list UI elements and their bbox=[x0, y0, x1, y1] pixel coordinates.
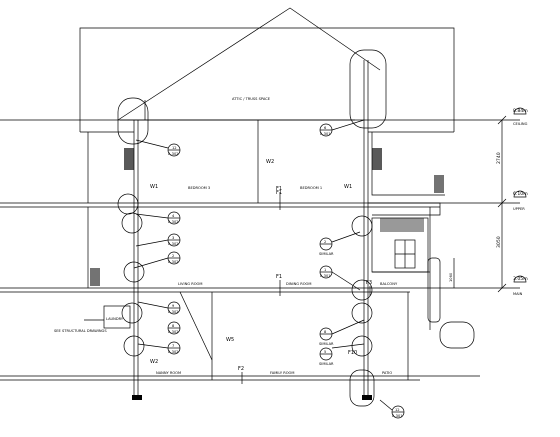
callout-sheet: A-301 bbox=[320, 274, 331, 278]
callout-num: 4 bbox=[172, 214, 175, 218]
floor-f2: F2 bbox=[238, 366, 244, 372]
level-label: MAIN bbox=[513, 292, 523, 296]
callout-leaders bbox=[133, 119, 393, 411]
note-structural: SEE STRUCTURAL DRAWINGS bbox=[54, 329, 107, 333]
callout-num: 9 bbox=[172, 304, 175, 308]
label-patio: PATIO bbox=[382, 371, 392, 375]
level-markers bbox=[513, 107, 527, 283]
hatches bbox=[90, 148, 444, 400]
dimension-string bbox=[453, 115, 507, 293]
floor-f3: F3 bbox=[366, 280, 372, 286]
dim-rail: 1060 bbox=[449, 272, 453, 282]
level-label: UPPER bbox=[513, 207, 525, 211]
callout-num: 1 bbox=[324, 268, 326, 272]
label-living: LIVING ROOM bbox=[178, 282, 202, 286]
callout-num: 6 bbox=[324, 126, 327, 130]
callout-num: 2 bbox=[172, 254, 174, 258]
wall-w5: W5 bbox=[226, 337, 234, 343]
wall-w1a: W1 bbox=[150, 184, 158, 190]
room-labels: ATTIC / TRUSS SPACE BEDROOM 3 BEDROOM 1 … bbox=[54, 97, 398, 375]
callout-sheet: A-302 bbox=[168, 330, 179, 334]
callout-bubbles bbox=[117, 49, 475, 407]
dimension-texts: 2740 3050 1060 bbox=[449, 152, 502, 282]
callout-num: 2 bbox=[324, 240, 326, 244]
callout-num: 12 bbox=[395, 408, 400, 412]
callout-texts: 12 A-302 6 A-301 4 A-302 3 A-302 2 A-302… bbox=[168, 126, 403, 418]
callout-circles bbox=[167, 123, 405, 419]
label-dining: DINING ROOM bbox=[286, 282, 311, 286]
callout-sheet: A-302 bbox=[168, 260, 179, 264]
floor-f1c: F1 bbox=[276, 190, 282, 196]
level-lines bbox=[0, 119, 520, 381]
wall-w2b: W2 bbox=[150, 359, 158, 365]
label-balcony: BALCONY bbox=[380, 282, 398, 286]
floor-f10: F10 bbox=[348, 350, 357, 356]
wall-w2: W2 bbox=[266, 159, 274, 165]
level-value: 6.10m bbox=[513, 191, 528, 197]
callout-num: 12 bbox=[172, 146, 177, 150]
callout-sheet: A-302 bbox=[168, 152, 179, 156]
callout-num: 5 bbox=[324, 350, 326, 354]
callout-num: 7 bbox=[172, 344, 174, 348]
callout-sheet: A-302 bbox=[168, 220, 179, 224]
callout-sheet: SIMILAR bbox=[319, 252, 334, 256]
dim-upper: 2740 bbox=[496, 152, 502, 164]
callout-sheet: A-302 bbox=[168, 242, 179, 246]
floor-markers bbox=[241, 192, 371, 384]
wall-marks: W1 W2 W1 F1 F1 F1 F3 W5 W2 F2 F10 bbox=[150, 159, 372, 372]
label-laundry: LAUNDRY bbox=[106, 317, 124, 321]
wall-w1b: W1 bbox=[344, 184, 352, 190]
label-attic: ATTIC / TRUSS SPACE bbox=[232, 97, 271, 101]
level-value: 3.05m bbox=[513, 276, 528, 282]
dim-main: 3050 bbox=[496, 236, 502, 248]
floor-f1a: F1 bbox=[276, 186, 282, 192]
callout-sheet: SIMILAR bbox=[319, 362, 334, 366]
label-family: FAMILY ROOM bbox=[270, 371, 294, 375]
roof bbox=[79, 7, 455, 132]
level-label: CEILING bbox=[513, 122, 528, 126]
walls bbox=[87, 60, 431, 400]
callout-sheet: A-301 bbox=[392, 414, 403, 418]
laundry-box bbox=[84, 305, 131, 329]
floor-f1b: F1 bbox=[276, 274, 282, 280]
callout-sheet: A-302 bbox=[168, 310, 179, 314]
eaves bbox=[80, 131, 454, 323]
callout-sheet: A-302 bbox=[168, 350, 179, 354]
callout-sheet: SIMILAR bbox=[319, 342, 334, 346]
label-bedroom1: BEDROOM 1 bbox=[300, 186, 322, 190]
callout-num: 8 bbox=[324, 330, 327, 334]
label-nanny: NANNY ROOM bbox=[156, 371, 181, 375]
label-bedroom3: BEDROOM 3 bbox=[188, 186, 210, 190]
level-value: 8.84m bbox=[513, 108, 528, 114]
callout-num: 8 bbox=[172, 324, 175, 328]
callout-sheet: A-301 bbox=[320, 132, 331, 136]
callout-num: 3 bbox=[172, 236, 174, 240]
level-texts: 8.84m CEILING 6.10m UPPER 3.05m MAIN bbox=[513, 108, 528, 296]
